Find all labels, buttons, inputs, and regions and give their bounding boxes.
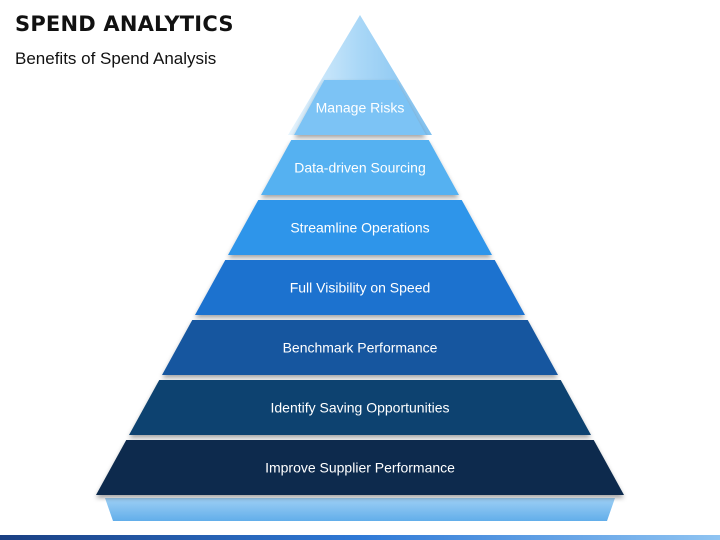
pyramid-level-5-label: Benchmark Performance [283, 340, 438, 356]
pyramid-level-3-label: Streamline Operations [290, 220, 429, 236]
pyramid-level-6-label: Identify Saving Opportunities [271, 400, 450, 416]
pyramid-base [105, 498, 615, 521]
pyramid-level-1-label: Manage Risks [316, 100, 405, 116]
pyramid-level-1 [294, 80, 426, 135]
page-title: SPEND ANALYTICS [15, 12, 234, 36]
pyramid-level-5 [162, 320, 558, 375]
pyramid-level-3 [228, 200, 492, 255]
pyramid-level-4-label: Full Visibility on Speed [290, 280, 431, 296]
pyramid-level-7-label: Improve Supplier Performance [265, 460, 455, 476]
pyramid-level-4 [195, 260, 525, 315]
page-subtitle: Benefits of Spend Analysis [15, 49, 217, 68]
pyramid-level-2 [261, 140, 459, 195]
pyramid-level-7 [96, 440, 624, 495]
footer-accent-bar [0, 535, 720, 540]
pyramid-level-2-label: Data-driven Sourcing [294, 160, 426, 176]
pyramid-level-6 [129, 380, 591, 435]
